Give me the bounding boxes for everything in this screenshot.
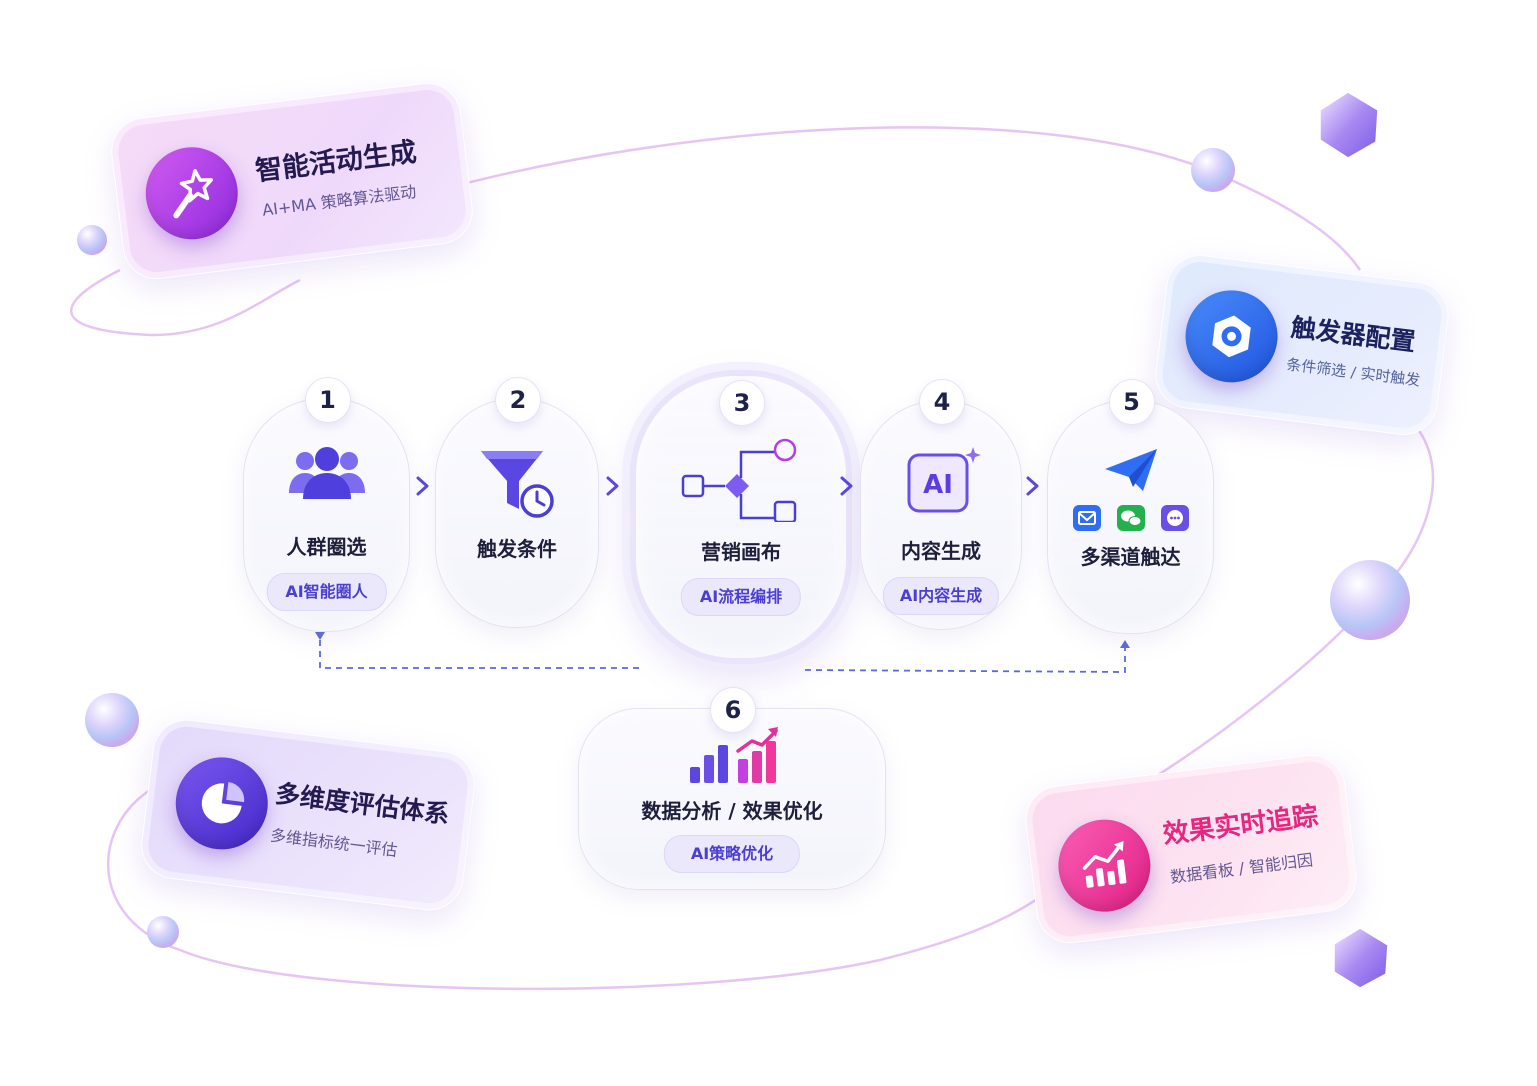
feature-title: 触发器配置 xyxy=(1289,312,1417,357)
pie-chart-icon xyxy=(170,752,274,855)
ai-chip[interactable]: AI策略优化 xyxy=(663,835,801,873)
feature-card-smart-activity: 智能活动生成 AI+MA 策略算法驱动 xyxy=(107,79,477,283)
feature-title: 智能活动生成 xyxy=(253,136,419,188)
feedback-dashed-line xyxy=(319,640,1126,673)
step-content-generation[interactable]: 4 AI 内容生成 AI内容生成 xyxy=(860,379,1022,630)
step-label: 触发条件 xyxy=(477,537,557,561)
step-number: 3 xyxy=(719,380,765,426)
step-number: 6 xyxy=(710,687,756,733)
feature-title: 多维度评估体系 xyxy=(273,778,451,830)
step-number: 1 xyxy=(304,377,351,423)
step-number: 4 xyxy=(919,379,965,425)
ai-icon-text: AI xyxy=(923,470,953,500)
funnel-clock-icon xyxy=(475,447,559,525)
trend-chart-icon xyxy=(1053,814,1156,917)
ai-chip[interactable]: AI智能圈人 xyxy=(266,573,387,611)
step-number: 5 xyxy=(1108,379,1155,425)
ai-chip[interactable]: AI内容生成 xyxy=(882,577,1000,615)
step-number: 2 xyxy=(495,377,541,423)
bubble-icon xyxy=(147,916,179,948)
arrow-up-right-icon xyxy=(1120,640,1130,648)
bar-growth-icon xyxy=(684,725,780,791)
people-group-icon xyxy=(287,443,367,507)
feature-card-trigger-config: 触发器配置 条件筛选 / 实时触发 xyxy=(1151,251,1453,439)
feature-subtitle: 多维指标统一评估 xyxy=(269,825,399,861)
paper-plane-icon xyxy=(1101,445,1161,499)
step-marketing-canvas[interactable]: 3 营销画布 AI流程编排 xyxy=(630,370,852,664)
feature-card-evaluation: 多维度评估体系 多维指标统一评估 xyxy=(137,715,479,915)
step-label: 人群圈选 xyxy=(286,535,367,559)
channel-icons xyxy=(1071,503,1191,533)
bubble-icon xyxy=(77,225,107,255)
feature-card-realtime-tracking: 效果实时追踪 数据看板 / 智能归因 xyxy=(1021,750,1361,948)
feature-subtitle: 条件筛选 / 实时触发 xyxy=(1285,355,1422,390)
chevron-right-icon xyxy=(1026,476,1039,496)
step-trigger-condition[interactable]: 2 触发条件 xyxy=(435,377,599,628)
step-multichannel-reach[interactable]: 5 多渠道触达 xyxy=(1047,379,1214,634)
gem-icon xyxy=(1319,91,1379,159)
chevron-right-icon xyxy=(606,476,619,496)
bubble-icon xyxy=(1330,560,1410,640)
bubble-icon xyxy=(1191,148,1235,192)
gear-icon xyxy=(1180,285,1283,388)
feature-title: 效果实时追踪 xyxy=(1161,801,1320,851)
gem-icon xyxy=(1333,927,1389,989)
chevron-right-icon xyxy=(840,476,853,496)
feature-subtitle: 数据看板 / 智能归因 xyxy=(1169,850,1314,887)
magic-wand-icon xyxy=(140,142,244,245)
chevron-right-icon xyxy=(416,476,429,496)
ai-chip-icon: AI xyxy=(899,443,983,523)
step-label: 内容生成 xyxy=(901,539,981,563)
bubble-icon xyxy=(85,693,139,747)
step-data-analysis[interactable]: 6 数据分析 / 效果优化 AI策略优化 xyxy=(578,687,886,890)
step-label: 营销画布 xyxy=(701,540,781,564)
step-label: 数据分析 / 效果优化 xyxy=(641,799,823,823)
step-label: 多渠道触达 xyxy=(1080,545,1181,569)
email-icon xyxy=(1072,505,1101,531)
ai-chip[interactable]: AI流程编排 xyxy=(680,578,802,616)
flowchart-icon xyxy=(679,434,803,526)
arrow-up-left-icon xyxy=(315,632,325,640)
step-audience-selection[interactable]: 1 人群圈选 AI智能圈人 xyxy=(243,377,410,632)
